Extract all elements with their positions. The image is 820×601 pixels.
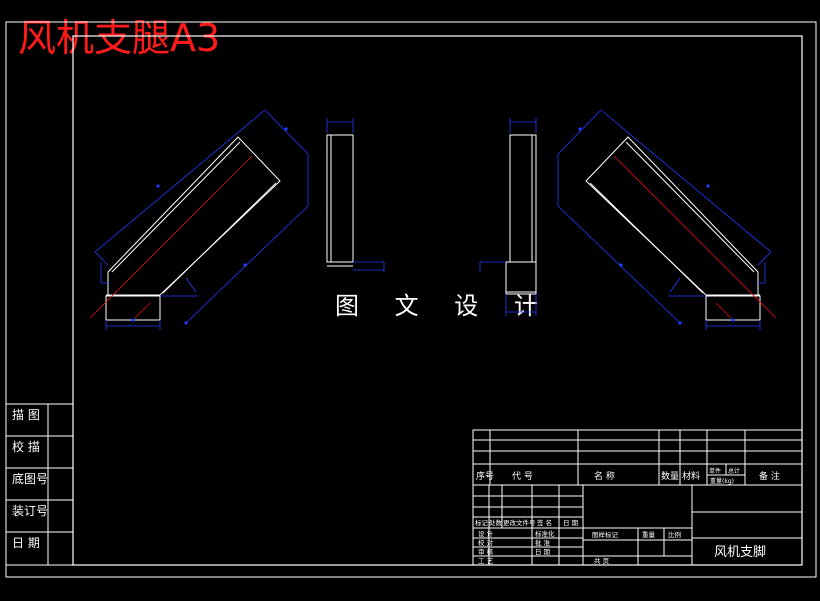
- tb-sheets: 共 页: [594, 556, 610, 565]
- side-label-check-trace: 校 描: [12, 439, 40, 454]
- tb-date: 日 期: [563, 519, 579, 527]
- bom-code: 代 号: [512, 471, 533, 482]
- left-elevation-view: [326, 118, 385, 272]
- tb-scale: 比例: [668, 530, 681, 539]
- side-label-base-no: 底图号: [12, 471, 48, 486]
- right-elevation-view: [479, 118, 537, 316]
- right-oblique-view: [557, 109, 777, 330]
- side-label-date: 日 期: [12, 536, 40, 550]
- bom-unit-weight: 单件: [709, 467, 721, 475]
- tb-weight: 重量: [642, 531, 656, 539]
- tb-sign: 签 名: [537, 518, 552, 527]
- inner-frame: [72, 35, 803, 566]
- outer-frame: [5, 21, 817, 578]
- side-label-trace: 描 图: [12, 408, 40, 422]
- left-oblique-view: [89, 109, 309, 330]
- side-column: [5, 403, 73, 566]
- bom-weight: 重量(kg): [710, 477, 734, 485]
- tb-date2: 日 期: [535, 548, 551, 556]
- tb-standardize: 标准化: [535, 529, 555, 538]
- side-label-binding-no: 装订号: [12, 504, 48, 518]
- tb-drawing-name: 风机支脚: [714, 544, 766, 560]
- title-block: [472, 429, 803, 566]
- bom-qty: 数量: [661, 470, 679, 482]
- bom-total-weight: 总计: [728, 467, 740, 475]
- tb-check: 校 对: [478, 538, 494, 547]
- tb-review: 审 核: [478, 547, 494, 556]
- tb-process: 工 艺: [478, 557, 494, 565]
- tb-change-doc: 更改文件号: [503, 518, 536, 527]
- watermark-text: 图 文 设 计: [335, 292, 552, 320]
- bom-seq: 序号: [476, 470, 494, 482]
- tb-count: 处数: [489, 518, 503, 527]
- tb-design: 设 计: [478, 529, 494, 538]
- bom-material: 材料: [682, 470, 700, 482]
- tb-mark: 标记: [475, 518, 489, 527]
- tb-stage-mark: 图样标记: [592, 530, 619, 539]
- drawing-title-red: 风机支腿A3: [18, 16, 221, 60]
- tb-approve: 批 准: [535, 538, 551, 547]
- bom-name: 名 称: [594, 470, 615, 482]
- bom-remark: 备 注: [759, 470, 780, 482]
